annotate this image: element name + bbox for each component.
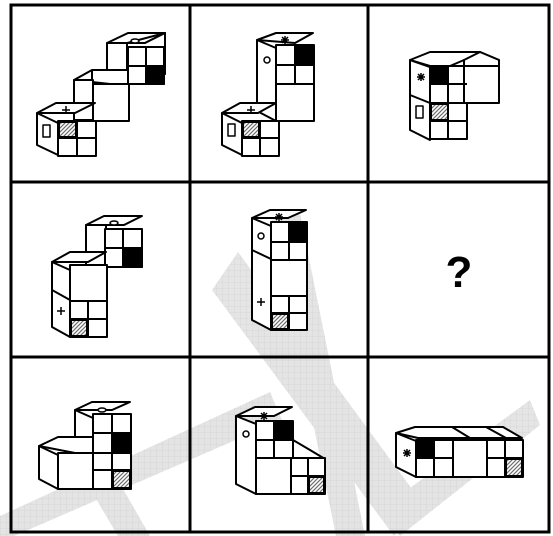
missing-cell-question-mark: ? (446, 248, 473, 297)
cell-r3c3-cube-assembly (396, 427, 523, 477)
cell-r1c1-cube-assembly (37, 33, 165, 156)
cell-r2c1-cube-assembly (52, 216, 142, 337)
cell-r2c3-missing: ? (446, 248, 473, 297)
cell-r1c2-cube-assembly (222, 33, 314, 156)
cell-r1c3-cube-assembly (410, 52, 499, 140)
cell-r3c1-cube-assembly (39, 402, 131, 489)
cell-r2c2-cube-assembly (252, 210, 307, 330)
